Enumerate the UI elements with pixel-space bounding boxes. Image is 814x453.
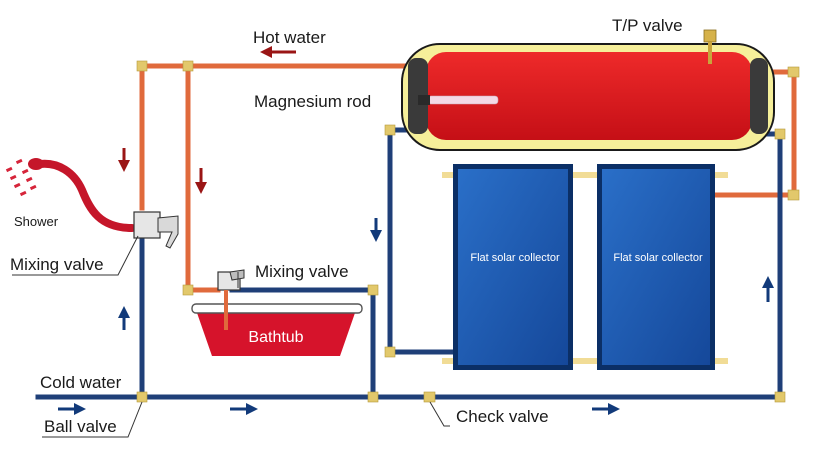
magnesium-rod — [427, 95, 499, 105]
magnesium-rod-label: Magnesium rod — [254, 92, 371, 111]
faucet-icon — [217, 269, 245, 330]
mixing-valve-icon — [133, 211, 179, 249]
hot-pipe-main — [139, 63, 423, 211]
shower-head-icon — [5, 158, 44, 197]
cold-pipe-tank-inlet — [387, 127, 458, 355]
cold-pipe-collector-feed — [759, 131, 783, 400]
check-valve-fitting — [423, 391, 436, 403]
tank-body — [426, 52, 752, 140]
solar-collector-right — [597, 164, 715, 370]
ball-valve-label: Ball valve — [44, 417, 117, 436]
bathtub — [191, 303, 363, 356]
solar-collector-left — [453, 164, 573, 370]
shower-assembly — [5, 158, 179, 249]
leader-lines — [12, 235, 450, 438]
mixing-valve-shower-label: Mixing valve — [10, 255, 104, 274]
storage-tank — [401, 43, 775, 151]
shower-hose — [36, 159, 136, 232]
shower-label: Shower — [14, 214, 59, 229]
tp-valve-icon — [703, 29, 717, 64]
pipe-fittings — [136, 60, 800, 403]
check-valve-label: Check valve — [456, 407, 549, 426]
flow-arrow-icon — [58, 46, 774, 415]
hot-pipe-bathtub — [185, 63, 221, 293]
collector-left-label: Flat solar collector — [470, 252, 560, 264]
bathtub-label: Bathtub — [248, 329, 303, 346]
collector-right-label: Flat solar collector — [613, 252, 703, 264]
solar-collectors — [442, 164, 728, 370]
hot-water-label: Hot water — [253, 28, 326, 47]
ball-valve-fitting — [136, 391, 148, 403]
cold-water-label: Cold water — [40, 373, 122, 392]
mixing-valve-bathtub-label: Mixing valve — [255, 262, 349, 281]
tp-valve-label: T/P valve — [612, 16, 683, 35]
tank-end-right — [750, 58, 768, 134]
